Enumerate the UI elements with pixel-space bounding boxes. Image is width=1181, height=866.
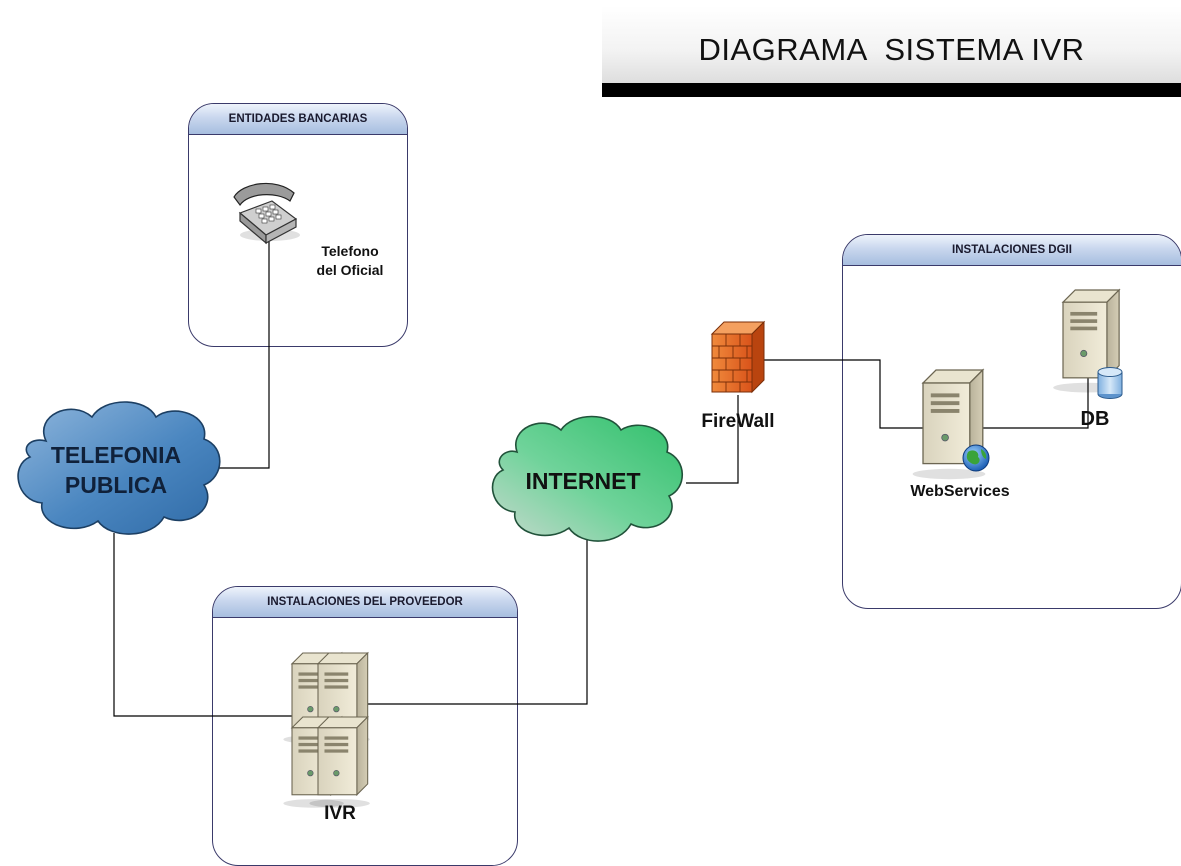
internet-cloud bbox=[491, 415, 683, 542]
connector-telefonia-ivr bbox=[113, 533, 338, 717]
group-header-dgii: INSTALACIONES DGII bbox=[843, 235, 1181, 266]
label-db: DB bbox=[1080, 408, 1110, 430]
diagram-title: DIAGRAMA SISTEMA IVR bbox=[698, 32, 1085, 67]
title-banner: DIAGRAMA SISTEMA IVR bbox=[602, 6, 1181, 86]
globe-icon bbox=[962, 444, 990, 472]
title-underline-bar bbox=[602, 83, 1181, 97]
label-ivr: IVR bbox=[324, 803, 356, 824]
firewall-icon bbox=[710, 320, 766, 394]
ivr-server-cluster-icon bbox=[282, 652, 371, 809]
label-telefono-line2: del Oficial bbox=[316, 262, 384, 278]
database-icon bbox=[1097, 367, 1123, 399]
label-webservices: WebServices bbox=[910, 483, 1010, 500]
label-internet: INTERNET bbox=[525, 468, 641, 494]
group-instalaciones-dgii: INSTALACIONES DGII bbox=[842, 234, 1181, 609]
connector-telefono-telefonia bbox=[205, 238, 270, 469]
group-header-bancarias: ENTIDADES BANCARIAS bbox=[189, 104, 407, 135]
group-entidades-bancarias: ENTIDADES BANCARIAS bbox=[188, 103, 408, 347]
label-telefonia-line1: TELEFONIA bbox=[50, 442, 182, 468]
label-telefonia-line2: PUBLICA bbox=[64, 472, 168, 498]
telefonia-cloud bbox=[17, 401, 221, 535]
connector-internet-firewall bbox=[686, 395, 739, 484]
connector-webservices-db bbox=[968, 356, 1089, 429]
label-telefono-line1: Telefono bbox=[321, 243, 379, 259]
telephone-icon bbox=[233, 182, 300, 245]
label-firewall: FireWall bbox=[701, 411, 775, 432]
connector-ivr-internet bbox=[337, 540, 588, 716]
group-header-proveedor: INSTALACIONES DEL PROVEEDOR bbox=[213, 587, 517, 618]
